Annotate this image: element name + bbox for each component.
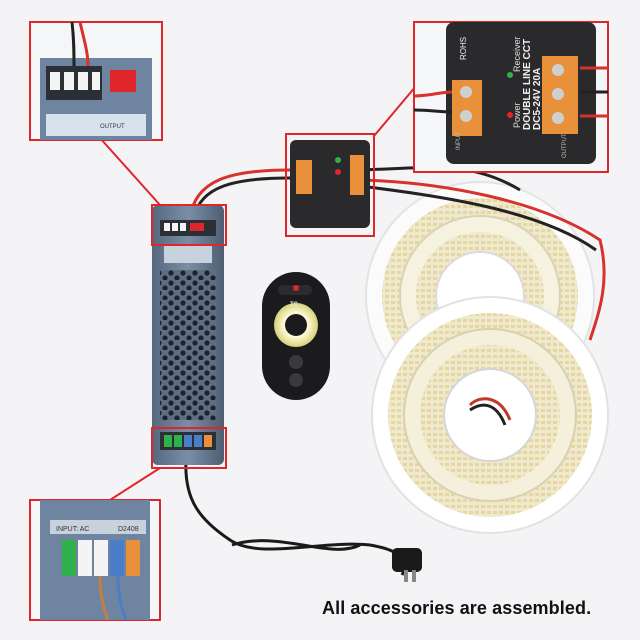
- psu-output-tag: OUTPUT: [100, 124, 125, 130]
- psu-output-highlight: [151, 204, 227, 246]
- controller-model-label: DOUBLE LINE CCT: [522, 39, 533, 130]
- controller-power-label: Power: [512, 102, 522, 128]
- controller-highlight: [285, 133, 375, 237]
- callout-line-controller: [373, 85, 417, 137]
- cct-controller: [290, 140, 370, 228]
- power-supply-unit: [152, 205, 224, 465]
- caption: All accessories are assembled.: [322, 598, 592, 618]
- touch-remote: [262, 272, 330, 400]
- eu-power-plug: [392, 548, 422, 582]
- controller-output-label: OUTPUT: [562, 133, 568, 158]
- callout-line-psu-output: [99, 137, 161, 206]
- led-strip-reel-front: [371, 296, 609, 534]
- psu-code-label: D2408: [118, 526, 139, 533]
- controller-receiver-label: Receiver: [512, 36, 522, 72]
- callout-psu-output: [29, 21, 163, 141]
- callout-controller: [413, 21, 609, 173]
- controller-rating-label: DC5-24V 20A: [532, 68, 543, 130]
- controller-brand-label: ROHS: [459, 37, 468, 60]
- callout-psu-input: [29, 499, 161, 621]
- controller-input-label: INPUT: [456, 132, 462, 150]
- psu-input-highlight: [151, 427, 227, 469]
- psu-input-label: INPUT: AC: [56, 526, 89, 533]
- callout-line-psu-input: [109, 467, 161, 501]
- remote-logo: TC: [290, 302, 299, 308]
